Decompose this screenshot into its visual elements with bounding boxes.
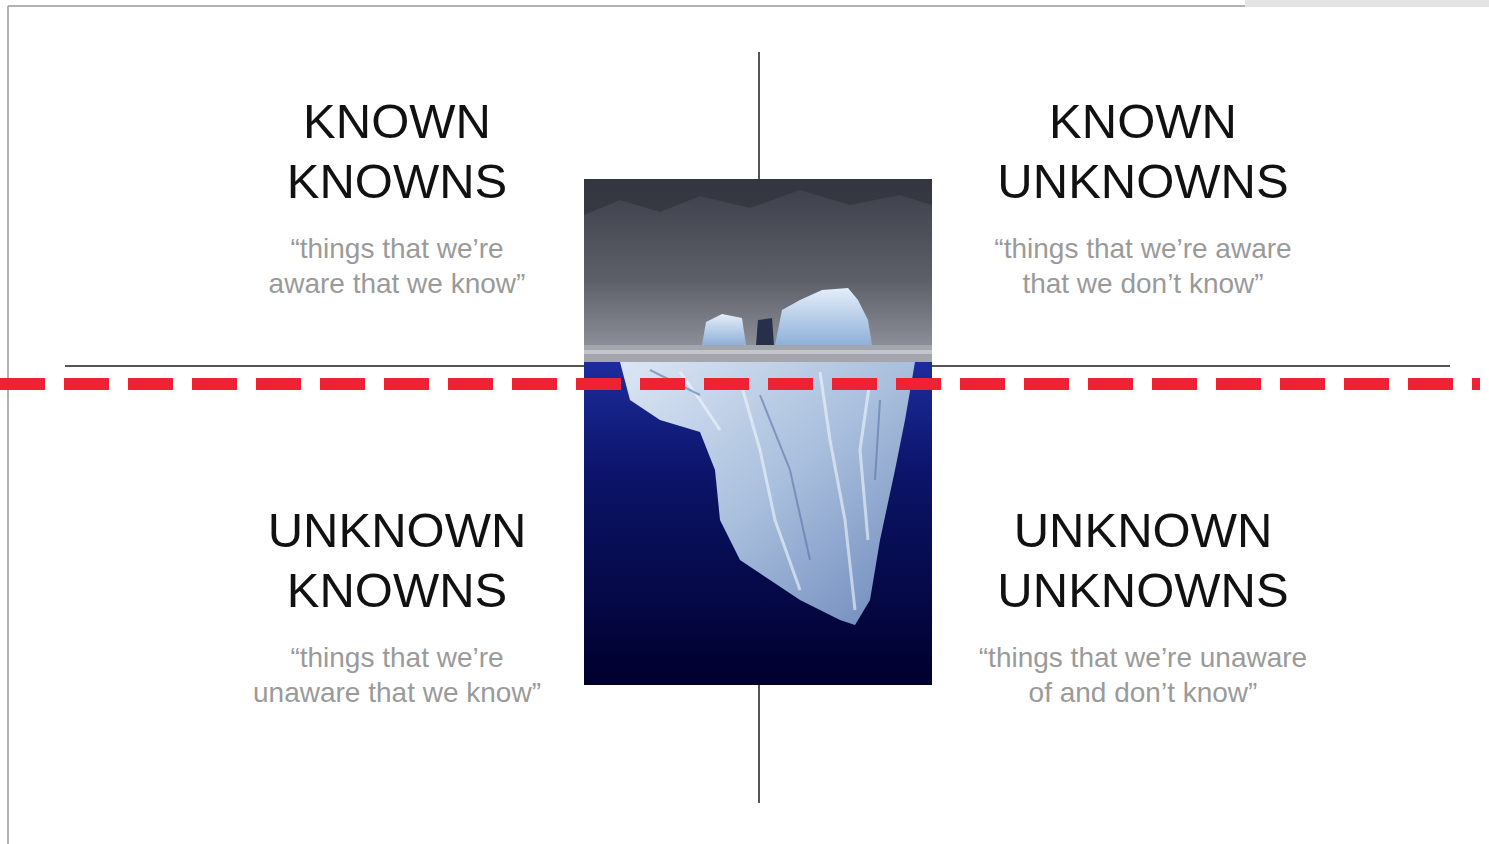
ice-top — [775, 288, 872, 345]
ice-top — [756, 318, 774, 345]
dashed-waterline — [0, 378, 1480, 390]
quadrant-description: “things that we’re unaware of and don’t … — [976, 640, 1311, 710]
quadrant-title: KNOWN KNOWNS — [227, 91, 567, 211]
ice-texture — [680, 372, 870, 610]
water-surface — [584, 345, 932, 362]
iceberg-illustration — [584, 179, 932, 685]
quadrant-title: UNKNOWN UNKNOWNS — [973, 500, 1313, 620]
cloud — [584, 179, 932, 215]
quadrant-title: KNOWN UNKNOWNS — [973, 91, 1313, 211]
frame-line — [8, 5, 1245, 7]
sky — [584, 179, 932, 349]
ice-top — [702, 314, 746, 345]
quadrant-title: UNKNOWN KNOWNS — [227, 500, 567, 620]
quadrant-description: “things that we’re aware that we know” — [262, 231, 532, 301]
iceberg-underwater — [620, 362, 915, 625]
quadrant-description: “things that we’re unaware that we know” — [245, 640, 550, 710]
frame-line — [7, 6, 9, 844]
ice-texture — [650, 370, 880, 560]
quadrant-description: “things that we’re aware that we don’t k… — [973, 231, 1313, 301]
water-surface — [584, 350, 932, 354]
sea — [584, 362, 932, 685]
frame-corner — [1245, 0, 1489, 7]
